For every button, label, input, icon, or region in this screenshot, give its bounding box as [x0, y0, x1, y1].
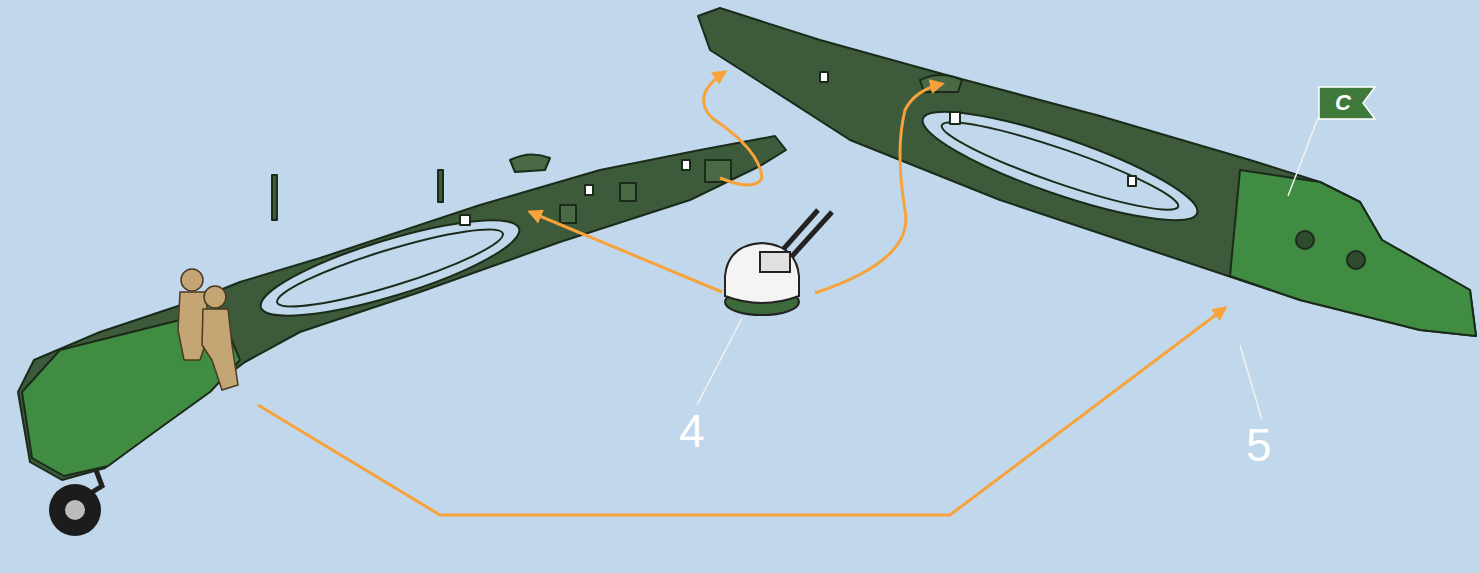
callout-number: 4 [679, 408, 705, 454]
right-fuselage-half [698, 8, 1476, 336]
leader-lines [697, 118, 1318, 420]
assembly-arrows [258, 72, 1225, 515]
callout-number: 5 [1246, 422, 1272, 468]
crew-figures [178, 269, 238, 390]
landing-gear [49, 470, 102, 536]
left-fuselage-half [18, 136, 786, 480]
flag-letter: C [1335, 90, 1359, 116]
turret-part [725, 210, 832, 315]
flag-marker: C [1318, 86, 1376, 120]
